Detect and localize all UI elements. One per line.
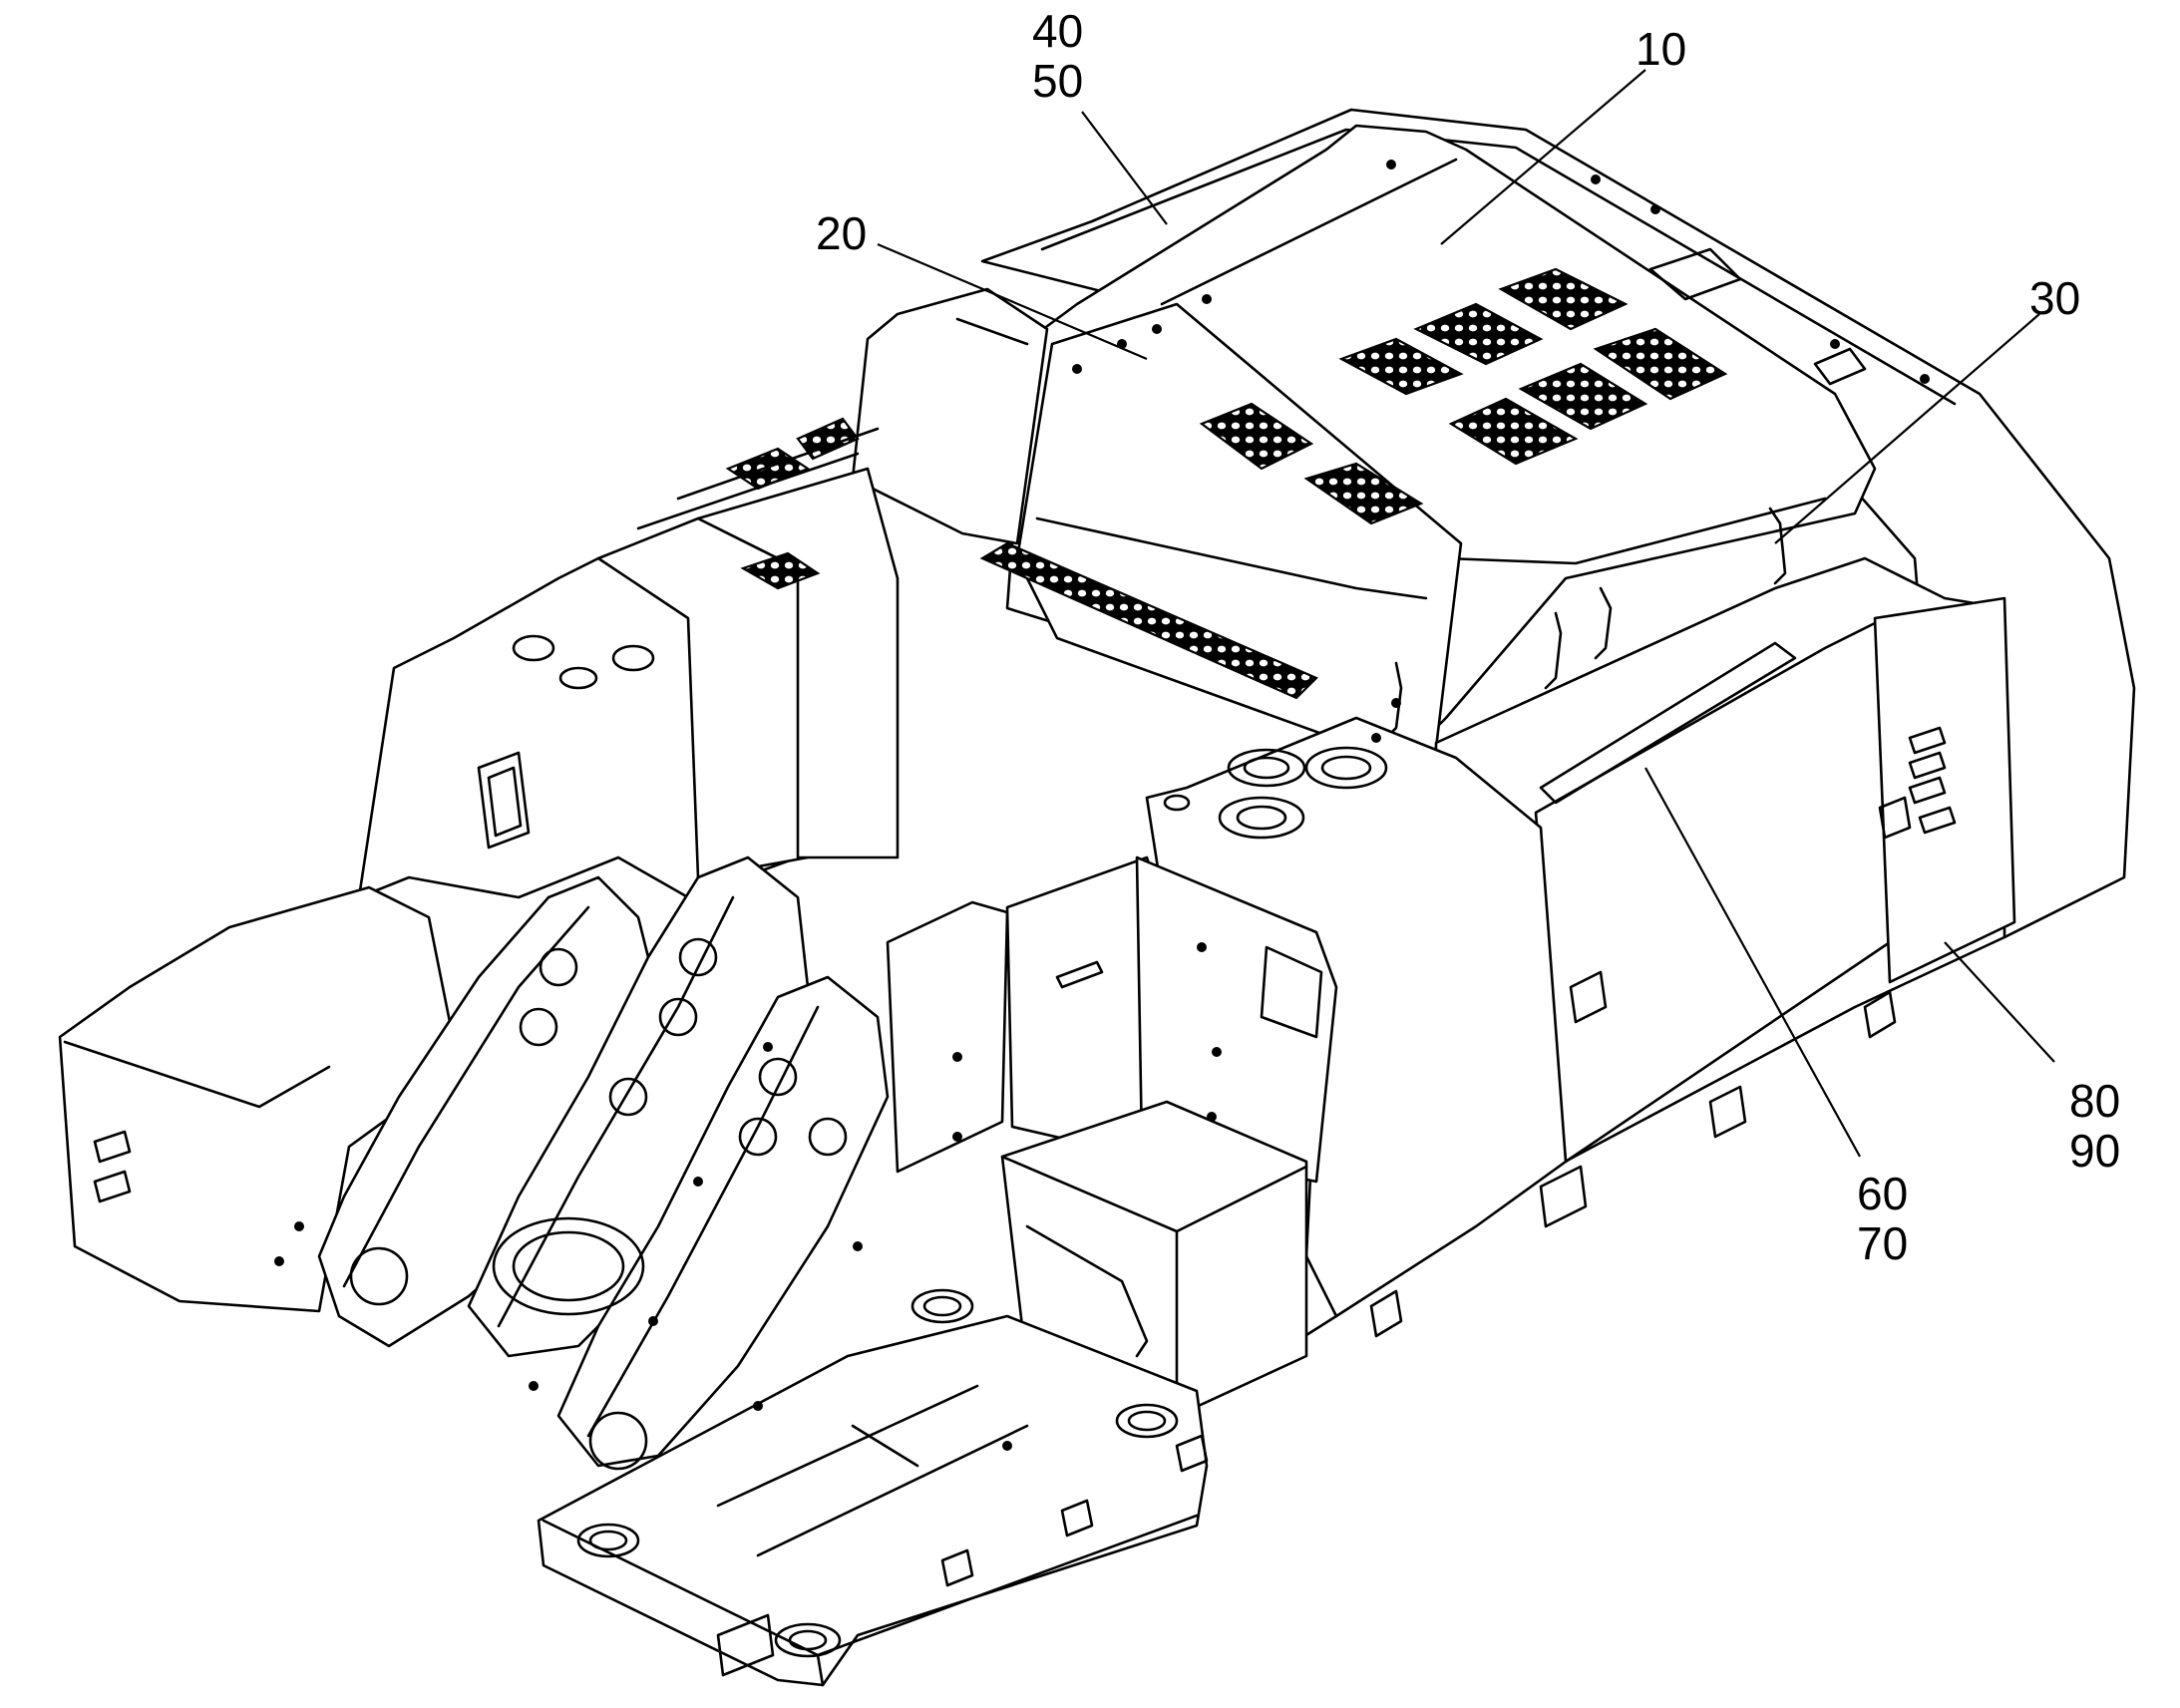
- callout-20: 20: [816, 207, 867, 259]
- leader-lines: [877, 69, 2055, 1158]
- center-compartment: [886, 716, 1568, 1418]
- leader-10: [1440, 69, 1646, 245]
- callout-80: 80: [2069, 1075, 2120, 1127]
- callout-50: 50: [1032, 55, 1083, 107]
- callout-30: 30: [2029, 272, 2080, 324]
- callouts: 40 50 10 20 30 80 90 60 70: [816, 5, 2120, 1269]
- leader-20: [877, 242, 1148, 361]
- leader-40-50: [1081, 111, 1168, 225]
- base-frame: [537, 1288, 1209, 1687]
- boom-brackets: [317, 855, 890, 1471]
- leader-30: [1774, 313, 2040, 544]
- callout-60: 60: [1857, 1168, 1908, 1219]
- fastener-dots: [274, 160, 1930, 1451]
- callout-40: 40: [1032, 5, 1083, 57]
- callout-10: 10: [1635, 23, 1686, 75]
- callout-90: 90: [2069, 1125, 2120, 1177]
- rear-hood-assembly: [851, 108, 2136, 939]
- callout-70: 70: [1857, 1217, 1908, 1269]
- left-machinery: [58, 417, 900, 1313]
- leader-60-70: [1644, 767, 1861, 1158]
- leader-80-90: [1944, 941, 2055, 1063]
